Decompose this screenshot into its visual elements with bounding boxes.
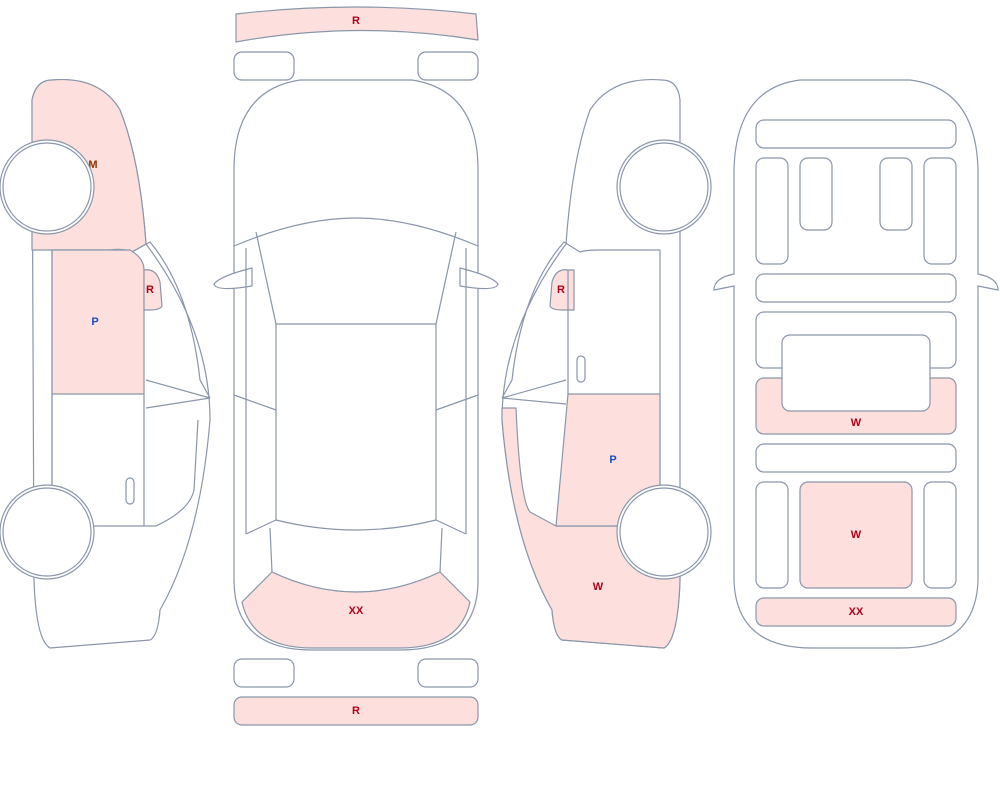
bottom-right-rail-1[interactable] [923, 157, 957, 265]
left-mirror[interactable] [143, 269, 163, 311]
left-side-view: M P R [0, 78, 211, 649]
top-view: R XX R [213, 6, 499, 726]
top-mirror-right[interactable] [459, 267, 499, 290]
right-side-view: R W P [501, 78, 712, 649]
top-rear-light-right[interactable] [417, 51, 479, 81]
code-right-quarter: W [593, 581, 604, 593]
bottom-left-rail-1[interactable] [755, 157, 789, 265]
top-body-outline [233, 79, 479, 651]
bottom-slot-1[interactable] [799, 157, 833, 231]
bottom-sunroof[interactable] [781, 334, 931, 412]
code-bottom-center-panel: W [851, 529, 862, 541]
top-rear-light-left[interactable] [233, 51, 295, 81]
left-front-door[interactable] [51, 249, 145, 395]
right-door-handle[interactable] [576, 355, 586, 383]
top-rear-bumper[interactable] [235, 6, 479, 43]
code-top-rear-bumper: R [352, 15, 360, 27]
code-left-mirror: R [146, 284, 154, 296]
top-front-bumper[interactable] [233, 696, 479, 726]
code-bottom-front-bumper: XX [849, 606, 864, 618]
bottom-cross-bar-2[interactable] [755, 443, 957, 473]
code-bottom-windshield: W [851, 417, 862, 429]
top-front-light-left[interactable] [233, 658, 295, 688]
bottom-slot-2[interactable] [879, 157, 913, 231]
code-left-front-door: P [91, 316, 98, 328]
code-right-mirror: R [557, 284, 565, 296]
bottom-cross-bar-1[interactable] [755, 273, 957, 303]
bottom-view: W W XX [713, 79, 999, 649]
left-door-handle[interactable] [125, 477, 135, 505]
code-left-fender: M [88, 159, 97, 171]
code-right-rear-door: P [609, 454, 616, 466]
code-top-hood: XX [349, 605, 364, 617]
bottom-right-rail-2[interactable] [923, 481, 957, 589]
code-top-front-bumper: R [352, 705, 360, 717]
top-mirror-left[interactable] [213, 267, 253, 290]
bottom-left-rail-2[interactable] [755, 481, 789, 589]
bottom-front-bumper[interactable] [755, 597, 957, 627]
bottom-center-panel[interactable] [799, 481, 913, 589]
top-hood[interactable] [241, 571, 471, 649]
top-front-light-right[interactable] [417, 658, 479, 688]
bottom-rear-panel[interactable] [755, 119, 957, 149]
right-quarter[interactable] [501, 407, 681, 649]
